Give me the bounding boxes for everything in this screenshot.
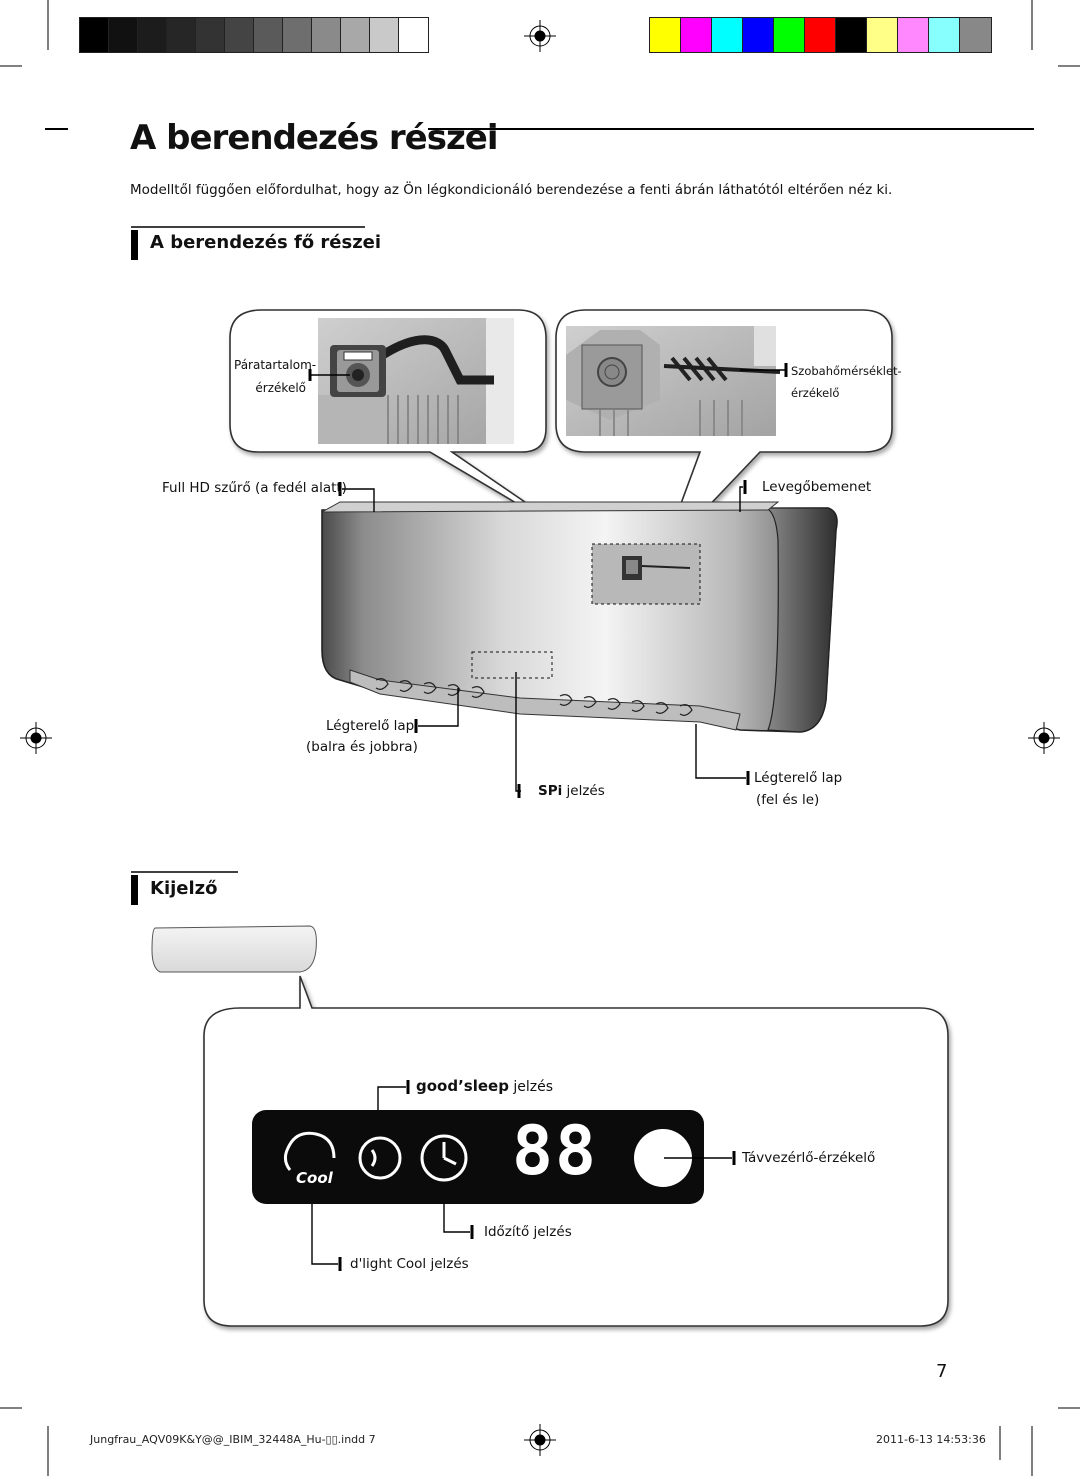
spi-indicator-label: SPi jelzés — [538, 783, 605, 799]
color-swatch — [282, 17, 313, 53]
registration-mark-top — [524, 20, 556, 52]
color-swatch — [897, 17, 930, 53]
color-swatch — [649, 17, 682, 53]
timer-indicator-label: Időzítő jelzés — [484, 1224, 572, 1240]
goodsleep-indicator-label: good’sleep jelzés — [416, 1077, 553, 1095]
color-swatch — [804, 17, 837, 53]
color-swatch — [711, 17, 744, 53]
humidity-sensor-label-line1: Páratartalom- — [234, 358, 317, 372]
color-swatch — [108, 17, 139, 53]
registration-mark-left — [20, 722, 52, 754]
filter-label: Full HD szűrő (a fedél alatt) — [162, 480, 347, 496]
cool-text: Cool — [296, 1169, 333, 1187]
dlight-cool-indicator-label: d'light Cool jelzés — [350, 1256, 469, 1272]
color-swatch — [928, 17, 961, 53]
page-number: 7 — [936, 1361, 948, 1382]
display-panel — [252, 1110, 704, 1204]
humidity-sensor-photo — [318, 318, 514, 444]
registration-mark-bottom — [524, 1424, 556, 1456]
section-marker — [131, 230, 138, 260]
color-swatch — [835, 17, 868, 53]
air-inlet-label: Levegőbemenet — [762, 479, 872, 495]
footer-datetime: 2011-6-13 14:53:36 — [876, 1433, 986, 1446]
color-swatch — [79, 17, 110, 53]
vertical-blade-label-line1: Légterelő lap — [754, 770, 843, 786]
seven-segment-digits: 88 — [512, 1112, 598, 1191]
spi-suffix: jelzés — [562, 783, 605, 799]
footer-filename: Jungfrau_AQV09K&Y@@_IBIM_32448A_Hu-▯▯.in… — [90, 1433, 376, 1446]
intro-paragraph: Modelltől függően előfordulhat, hogy az … — [130, 182, 893, 198]
color-swatch — [866, 17, 899, 53]
page-title: A berendezés részei — [130, 118, 498, 158]
room-temperature-sensor-photo — [566, 326, 781, 436]
color-swatch — [311, 17, 342, 53]
room-temp-sensor-label-line1: Szobahőmérséklet- — [791, 364, 902, 378]
humidity-sensor-label-line2: érzékelő — [255, 381, 306, 395]
display-leaders — [311, 1080, 736, 1271]
horizontal-blade-label-line1: Légterelő lap — [326, 718, 415, 734]
timer-icon — [420, 1134, 468, 1182]
color-swatch — [773, 17, 806, 53]
remote-sensor-window — [634, 1129, 692, 1187]
section-heading-main-parts: A berendezés fő részei — [150, 232, 382, 253]
color-swatch — [340, 17, 371, 53]
color-swatch — [742, 17, 775, 53]
room-temp-leader — [740, 363, 788, 377]
color-swatch — [224, 17, 255, 53]
room-temp-sensor-label-line2: érzékelő — [791, 386, 840, 400]
color-swatch — [253, 17, 284, 53]
color-swatch — [959, 17, 992, 53]
section-marker — [131, 875, 138, 905]
goodsleep-brand: good’sleep — [416, 1077, 509, 1095]
color-swatch — [166, 17, 197, 53]
unit-leaders — [338, 480, 750, 798]
goodsleep-icon — [358, 1136, 402, 1180]
color-swatch — [680, 17, 713, 53]
color-swatch — [137, 17, 168, 53]
section-heading-display: Kijelző — [150, 878, 218, 899]
color-swatch — [398, 17, 429, 53]
indoor-unit-drawing — [321, 501, 838, 733]
remote-sensor-label: Távvezérlő-érzékelő — [742, 1150, 876, 1166]
vertical-blade-label-line2: (fel és le) — [756, 792, 820, 808]
mini-display-unit — [151, 925, 317, 973]
color-swatch — [369, 17, 400, 53]
humidity-leader — [308, 369, 350, 381]
spi-brand: SPi — [538, 783, 563, 799]
goodsleep-suffix: jelzés — [508, 1079, 554, 1095]
horizontal-blade-label-line2: (balra és jobbra) — [306, 739, 418, 755]
registration-mark-right — [1028, 722, 1060, 754]
dlight-cool-icon — [283, 1131, 336, 1171]
color-swatch — [195, 17, 226, 53]
